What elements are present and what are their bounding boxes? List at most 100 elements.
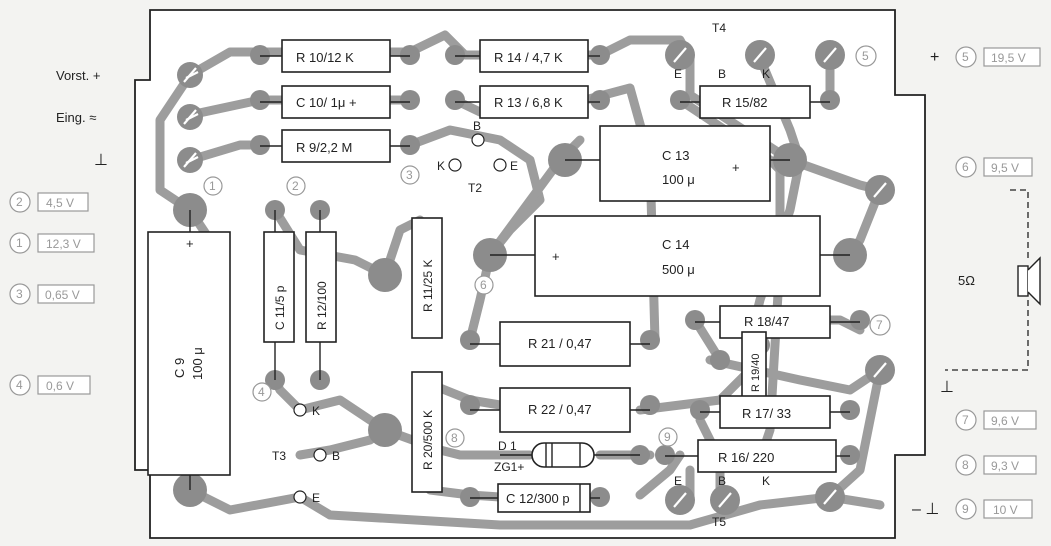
t4-label: T4: [712, 21, 726, 35]
c13-name-label: C 13: [662, 148, 689, 163]
vt4-num: 4: [16, 378, 23, 392]
tp8-board: 8: [451, 431, 458, 445]
d1-body: [531, 442, 595, 468]
zg1-label: ZG1+: [494, 460, 524, 474]
r11-body: [411, 217, 443, 339]
vt6-num: 6: [962, 160, 969, 174]
r15-label: R 15/82: [722, 95, 768, 110]
t5-k-label: K: [762, 474, 770, 488]
t2-b-label: B: [473, 119, 481, 133]
r18-label: R 18/47: [744, 314, 790, 329]
r12-label: R 12/100: [315, 281, 329, 330]
r11-label: R 11/25 K: [421, 260, 435, 312]
vt3-val: 0,65 V: [45, 288, 80, 302]
t4-b-label: B: [718, 67, 726, 81]
eing-label: Eing. ≈: [56, 110, 96, 125]
t3-k-label: K: [312, 404, 320, 418]
vt8-num: 8: [962, 458, 969, 472]
components: [147, 39, 860, 513]
tp4-board: 4: [258, 385, 265, 399]
c14-name-label: C 14: [662, 237, 689, 252]
vt2-num: 2: [16, 195, 23, 209]
r20-label: R 20/500 K: [421, 410, 435, 470]
vt1-val: 12,3 V: [46, 237, 81, 251]
vt4-val: 0,6 V: [46, 379, 74, 393]
c11-label: C 11/5 p: [273, 285, 287, 330]
r22-body: [499, 387, 631, 433]
c9-value-label: 100 μ: [190, 347, 205, 380]
t2-k-label: K: [437, 159, 445, 173]
c13-value-label: 100 μ: [662, 172, 695, 187]
vt9-num: 9: [962, 502, 969, 516]
vt1-num: 1: [16, 236, 23, 250]
t5-e-label: E: [674, 474, 682, 488]
board-test-points: 1 2 3 4 5 6 7 8 9: [203, 45, 891, 448]
c12-label: C 12/300 p: [506, 491, 570, 506]
r12-body: [305, 231, 337, 343]
r16-body: [697, 439, 837, 473]
r19-body: [741, 331, 767, 401]
t2-e-label: E: [510, 159, 518, 173]
tp9-board: 9: [664, 430, 671, 444]
tp2-board: 2: [292, 179, 299, 193]
c9-plus: +: [186, 236, 194, 251]
tp1-board: 1: [209, 179, 216, 193]
component-labels: R 10/12 K C 10/ 1μ + R 9/2,2 M R 14 / 4,…: [172, 50, 791, 506]
screw-terminals: [183, 47, 887, 508]
vt6-val: 9,5 V: [991, 161, 1019, 175]
t4-e-label: E: [674, 67, 682, 81]
transistor-labels: T4 E B K B K E T2 K T3 B E E B K T5: [272, 21, 770, 529]
t5-label: T5: [712, 515, 726, 529]
vt9-val: 10 V: [993, 503, 1018, 517]
vt8-val: 9,3 V: [991, 459, 1019, 473]
c9-body: [147, 231, 231, 476]
vt3-num: 3: [16, 287, 23, 301]
left-connections: Vorst. + Eing. ≈ ⊥: [56, 68, 108, 169]
c13-plus: +: [732, 160, 740, 175]
right-side: + 5 19,5 V 6 9,5 V 5Ω ⊥ 7 9,6 V 8 9,3 V …: [912, 46, 1041, 520]
tp3-board: 3: [406, 168, 413, 182]
c14-plus: +: [552, 249, 560, 264]
r20-body: [411, 371, 443, 493]
t3-b-label: B: [332, 449, 340, 463]
tp5-board: 5: [862, 49, 869, 63]
r9-body: [281, 129, 391, 163]
r22-label: R 22 / 0,47: [528, 402, 592, 417]
r16-label: R 16/ 220: [718, 450, 774, 465]
c9-name-label: C 9: [172, 358, 187, 378]
r19-label: R 19/40: [750, 353, 762, 392]
r14-label: R 14 / 4,7 K: [494, 50, 563, 65]
minus-ground-label: – ⊥: [912, 501, 939, 518]
r21-label: R 21 / 0,47: [528, 336, 592, 351]
c11-body: [263, 231, 295, 343]
vt5-num: 5: [962, 50, 969, 64]
r13-label: R 13 / 6,8 K: [494, 95, 563, 110]
t3-label: T3: [272, 449, 286, 463]
plus-supply-label: +: [930, 49, 939, 66]
vt7-val: 9,6 V: [991, 414, 1019, 428]
tp7-board: 7: [876, 318, 883, 332]
t3-e-label: E: [312, 491, 320, 505]
vorst-label: Vorst. +: [56, 68, 100, 83]
ground-right-label: ⊥: [940, 379, 954, 396]
d1-label: D 1: [498, 439, 517, 453]
r14-body: [479, 39, 589, 73]
r10-label: R 10/12 K: [296, 50, 354, 65]
vt7-num: 7: [962, 413, 969, 427]
r17-label: R 17/ 33: [742, 406, 791, 421]
tp6-board: 6: [480, 278, 487, 292]
speaker-icon: [945, 189, 1041, 371]
speaker-impedance-label: 5Ω: [958, 273, 975, 288]
vt5-val: 19,5 V: [991, 51, 1026, 65]
t2-label: T2: [468, 181, 482, 195]
c14-value-label: 500 μ: [662, 262, 695, 277]
ground-left-label: ⊥: [94, 152, 108, 169]
r9-label: R 9/2,2 M: [296, 140, 352, 155]
r18-body: [719, 305, 831, 339]
left-voltage-table: 2 4,5 V 1 12,3 V 3 0,65 V 4 0,6 V: [9, 191, 95, 396]
t4-k-label: K: [762, 67, 770, 81]
c14-body: [534, 215, 821, 297]
vt2-val: 4,5 V: [46, 196, 74, 210]
c13-body: [599, 125, 771, 202]
